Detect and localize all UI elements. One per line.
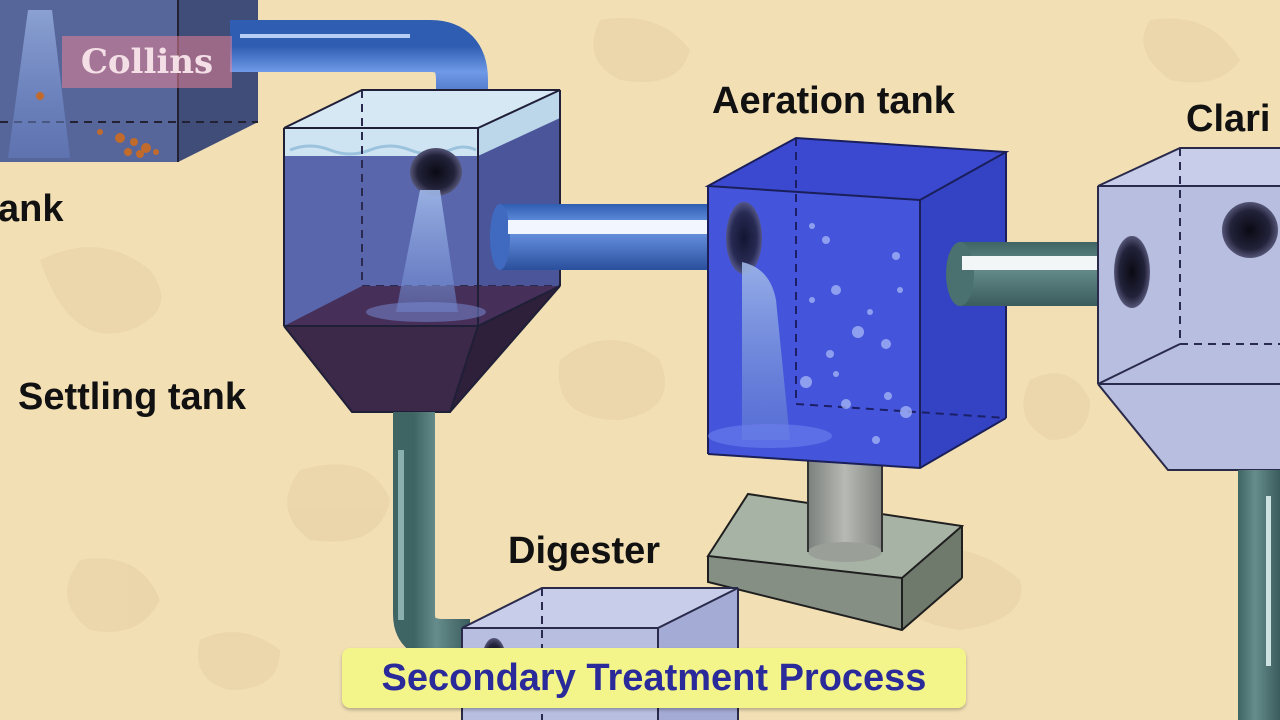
water-stream [742,262,790,440]
digester-label: Digester [508,530,661,572]
sludge-pipe [393,412,470,661]
clarifier-tank [1097,147,1280,720]
aeration-tank-label: Aeration tank [712,80,955,122]
aeration-pedestal [706,440,965,632]
caption-banner: Secondary Treatment Process [342,648,966,708]
settling-tank-label: Settling tank [18,376,247,418]
previous-tank-label: ank [0,188,64,230]
aeration-tank [704,136,1010,470]
air-bubbles [800,223,912,444]
outlet-hole [410,148,462,196]
aeration-to-clarifier-pipe [946,242,1110,306]
collins-logo: Collins [62,36,232,88]
settling-to-aeration-pipe [490,204,718,270]
clarifier-label: Clari [1186,98,1271,140]
settling-tank [283,89,561,413]
inlet-pipe [230,20,488,120]
water-stream [396,190,458,312]
